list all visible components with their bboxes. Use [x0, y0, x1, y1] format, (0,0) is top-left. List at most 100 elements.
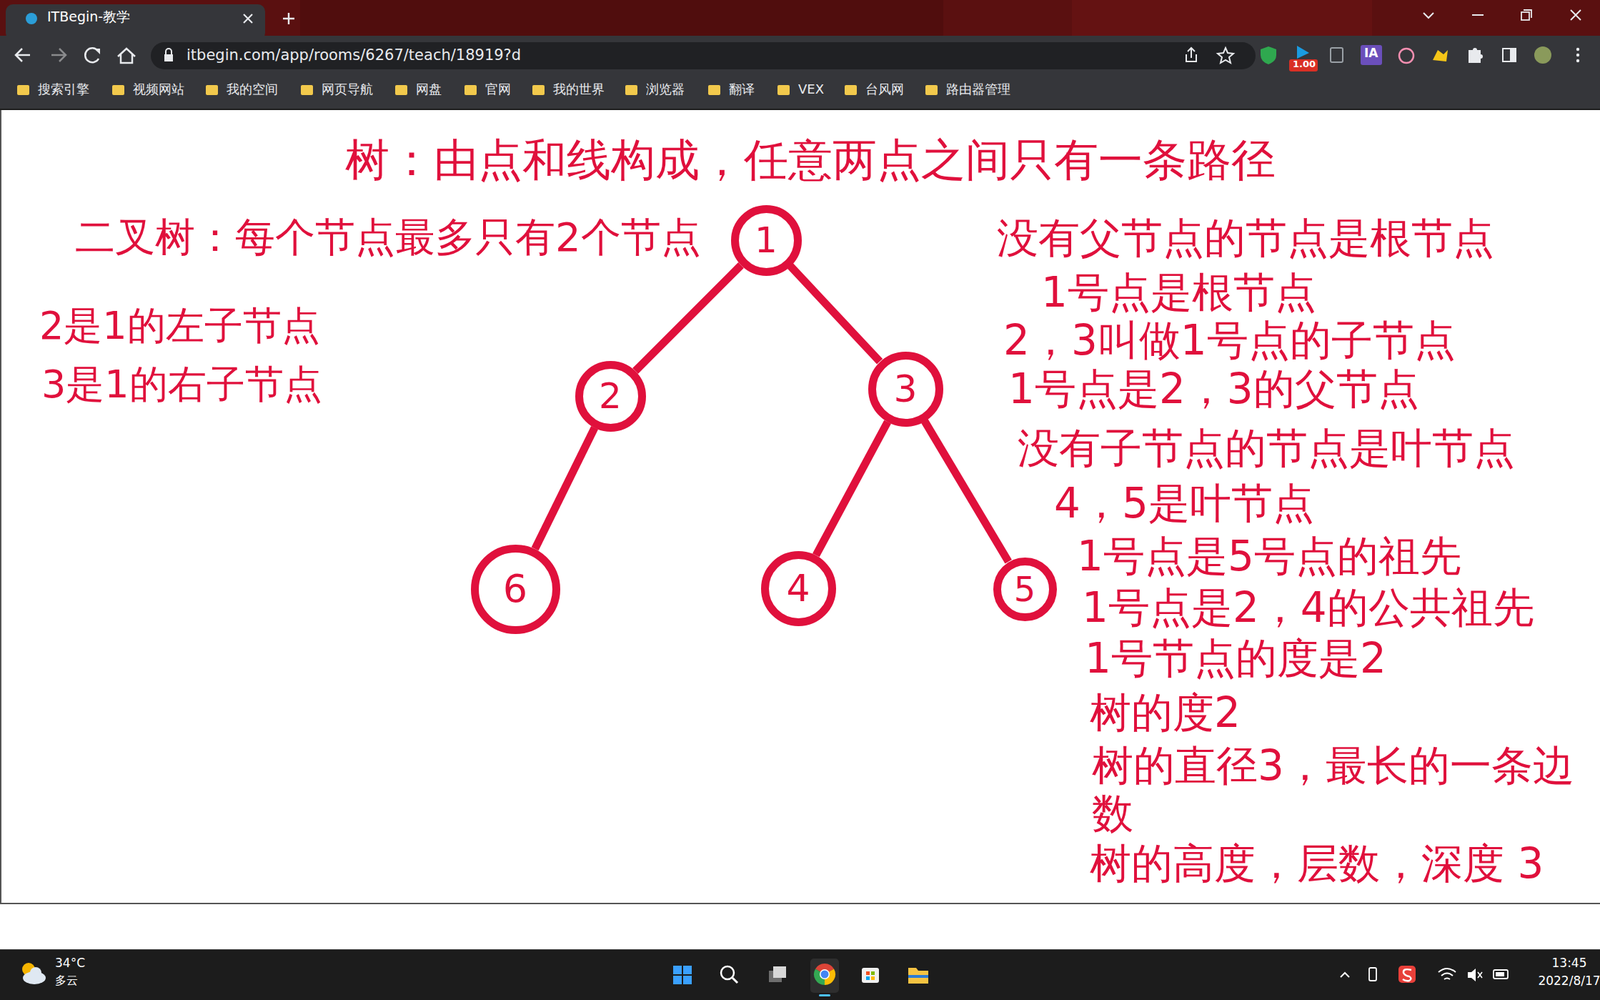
- share-icon: [1186, 47, 1197, 62]
- taskbar-edge: [0, 948, 1600, 950]
- bookmark-label: 我的世界: [553, 82, 605, 98]
- bookmark-label: VEX: [798, 82, 824, 98]
- node-outline: [996, 560, 1053, 617]
- tree-node-circle: 2: [575, 360, 647, 432]
- store-icon: [871, 971, 875, 975]
- lock-icon: [165, 48, 172, 55]
- note-text: 1号点是2，4的公共祖先: [1081, 583, 1535, 632]
- node-number: 1: [754, 222, 778, 258]
- node-outline: [474, 548, 556, 630]
- tree-edge: [816, 421, 888, 556]
- search-icon: [732, 977, 738, 983]
- sidebar-icon: [1509, 48, 1516, 62]
- bookmark-label: 网页导航: [321, 82, 374, 98]
- store-icon: [866, 976, 870, 980]
- bookmark-label: 视频网站: [132, 82, 185, 98]
- folder-icon: [777, 85, 790, 96]
- url-text: itbegin.com/app/rooms/6267/teach/18919?d: [186, 46, 521, 64]
- folder-icon: [464, 85, 477, 96]
- tray-device-icon: [1369, 967, 1377, 981]
- extension-fox: [1432, 50, 1448, 62]
- node-outline: [578, 364, 642, 428]
- search-icon: [721, 966, 734, 980]
- tree-node-circle: 6: [470, 544, 561, 634]
- node-number: 2: [598, 378, 622, 414]
- bookmark-label: 官网: [485, 82, 511, 98]
- toolbar: [0, 35, 1600, 74]
- note-text: 没有父节点的节点是根节点: [996, 214, 1495, 263]
- note-text: 2，3叫做1号点的子节点: [1003, 316, 1456, 365]
- start-logo: [683, 965, 692, 975]
- bookmark-label: 网盘: [415, 82, 442, 98]
- tab-strip-texture: [300, 0, 944, 36]
- whiteboard-border: [0, 110, 1600, 904]
- note-text: 1号点是根节点: [1041, 268, 1317, 317]
- tab-title: ITBegin-教学: [47, 9, 131, 26]
- board-heading: 树：由点和线构成，任意两点之间只有一条路径: [345, 134, 1276, 186]
- bookmark-star-icon: [1217, 47, 1234, 63]
- bookmark-label: 搜索引擎: [37, 82, 90, 98]
- node-outline: [734, 208, 798, 272]
- extension-icon: [1330, 47, 1343, 63]
- menu-dots: [1576, 53, 1580, 57]
- lock-icon: [164, 54, 173, 62]
- tab-strip-texture: [1071, 0, 1373, 36]
- folder-icon: [844, 85, 857, 96]
- speaker-icon: [1477, 971, 1483, 978]
- task-view-icon: [773, 966, 787, 978]
- node-number: 6: [503, 569, 528, 609]
- bookmark-label: 台风网: [865, 82, 904, 98]
- active-indicator: [818, 994, 831, 997]
- extension-badge: [1289, 59, 1318, 72]
- back-icon: [15, 48, 31, 62]
- note-text: 树的直径3，最长的一条边数: [1091, 741, 1595, 837]
- tree-node-circle: 5: [993, 557, 1057, 621]
- bookmark-label: 浏览器: [646, 82, 685, 98]
- extensions-puzzle-icon: [1468, 47, 1483, 63]
- active-app-bg: [810, 958, 839, 993]
- folder-icon: [112, 85, 125, 96]
- taskbar: [0, 948, 1600, 1000]
- note-text: 1号点是2，3的父节点: [1008, 365, 1420, 414]
- extension-cat: [1399, 48, 1414, 63]
- node-outline: [764, 554, 832, 622]
- speaker-icon: [1467, 968, 1476, 982]
- page-area: [0, 903, 1600, 949]
- extension-ia: [1360, 45, 1383, 66]
- extension-shield: [1260, 46, 1277, 65]
- address-bar: [150, 42, 1256, 70]
- node-number: 5: [1014, 571, 1037, 606]
- tree-node-circle: 1: [731, 205, 802, 276]
- menu-dots: [1576, 47, 1580, 51]
- profile-avatar: [1534, 46, 1552, 64]
- note-text: 2是1的左子节点: [39, 303, 321, 349]
- folder-icon: [532, 85, 545, 96]
- note-text: 二叉树：每个节点最多只有2个节点: [75, 214, 702, 261]
- tree-node-circle: 3: [868, 351, 944, 427]
- explorer-icon: [908, 974, 929, 978]
- chrome-icon: [819, 969, 830, 980]
- sidebar-icon: [1502, 48, 1516, 62]
- extension-badge-text: 1.00: [1292, 59, 1316, 71]
- node-number: 4: [786, 569, 810, 607]
- folder-icon: [300, 85, 313, 96]
- bar-separator: [0, 108, 1600, 111]
- minimize-icon: [1472, 14, 1484, 16]
- close-window-icon: [1570, 10, 1581, 21]
- folder-icon: [395, 85, 408, 96]
- store-icon: [871, 976, 875, 980]
- ime-icon: [1398, 965, 1416, 983]
- extension-label: IA: [1364, 46, 1378, 61]
- store-icon: [866, 971, 870, 975]
- note-text: 1号节点的度是2: [1084, 634, 1387, 683]
- bookmark-label: 路由器管理: [946, 82, 1011, 98]
- weather-text: 多云: [55, 974, 78, 987]
- tray-chevron: [1340, 972, 1350, 977]
- bookmark-label: 我的空间: [226, 82, 278, 98]
- restore-icon: [1523, 10, 1532, 18]
- note-text: 树的高度，层数，深度 3: [1089, 839, 1544, 888]
- tree-edge: [790, 265, 880, 362]
- weather-temp: 34°C: [55, 956, 86, 971]
- whiteboard: [0, 110, 1600, 904]
